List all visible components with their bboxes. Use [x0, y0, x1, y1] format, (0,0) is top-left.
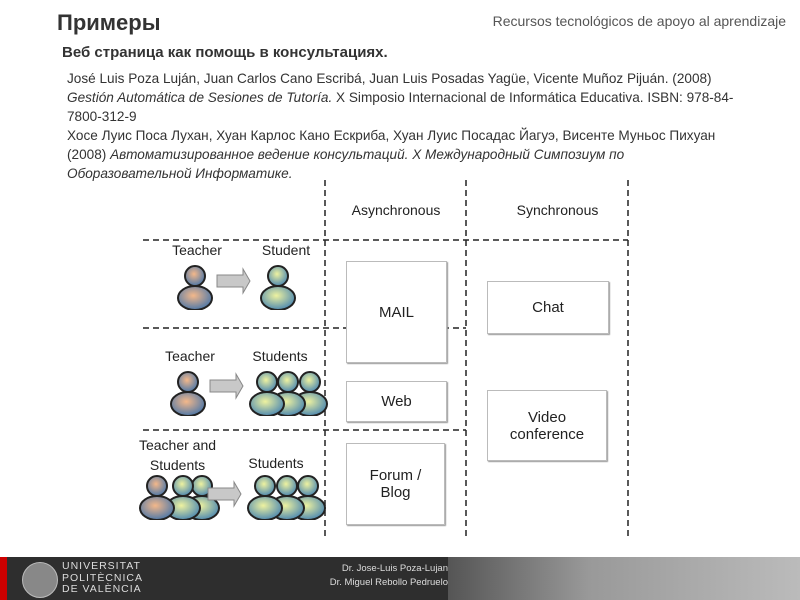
- univ-line-2: POLITÈCNICA: [62, 571, 144, 584]
- row3-from-label: Teacher and Students: [138, 437, 217, 473]
- row1-to-label: Student: [261, 242, 311, 258]
- video-conference-box: Video conference: [487, 390, 607, 461]
- ref-ru-authors: Хосе Луис Поса Лухан, Хуан Карлос Кано Е…: [67, 128, 716, 162]
- course-name: Recursos tecnológicos de apoyo al aprend…: [492, 13, 786, 29]
- mail-box: MAIL: [346, 261, 447, 363]
- ref-es-authors: José Luis Poza Luján, Juan Carlos Cano E…: [67, 71, 712, 86]
- row2-to-label: Students: [252, 348, 308, 364]
- chat-box: Chat: [487, 281, 609, 334]
- ref-es-title: Gestión Automática de Sesiones de Tutorí…: [67, 90, 333, 105]
- university-seal-image: [448, 557, 800, 600]
- university-logo-text: UNIVERSITAT POLITÈCNICA DE VALÈNCIA: [62, 560, 144, 596]
- univ-line-1: UNIVERSITAT: [62, 560, 141, 572]
- ref-ru-title: Автоматизированное ведение консультаций.…: [67, 147, 625, 181]
- univ-line-3: DE VALÈNCIA: [62, 583, 142, 595]
- forum-blog-box: Forum / Blog: [346, 443, 445, 525]
- author-2: Dr. Miguel Rebollo Pedruelo: [329, 577, 448, 588]
- column-header-sync: Synchronous: [516, 202, 599, 218]
- slide-title: Примеры: [57, 10, 161, 35]
- footer-authors: Dr. Jose-Luis Poza-Lujan Dr. Miguel Rebo…: [270, 562, 448, 590]
- column-header-async: Asynchronous: [351, 202, 441, 218]
- author-1: Dr. Jose-Luis Poza-Lujan: [341, 563, 448, 574]
- web-box: Web: [346, 381, 447, 422]
- slide-subtitle: Веб страница как помощь в консультациях.: [62, 44, 388, 61]
- reference-text: José Luis Poza Luján, Juan Carlos Cano E…: [67, 69, 747, 183]
- university-seal-icon: [22, 562, 58, 598]
- arrow-icons: [207, 267, 251, 508]
- ref-es-rest: X Simposio Internacional de Informática …: [67, 90, 734, 124]
- diagram-lines: [139, 180, 629, 540]
- row1-from-label: Teacher: [172, 242, 222, 258]
- row3-to-label: Students: [248, 455, 304, 471]
- row2-from-label: Teacher: [165, 348, 215, 364]
- footer-accent: [0, 557, 7, 600]
